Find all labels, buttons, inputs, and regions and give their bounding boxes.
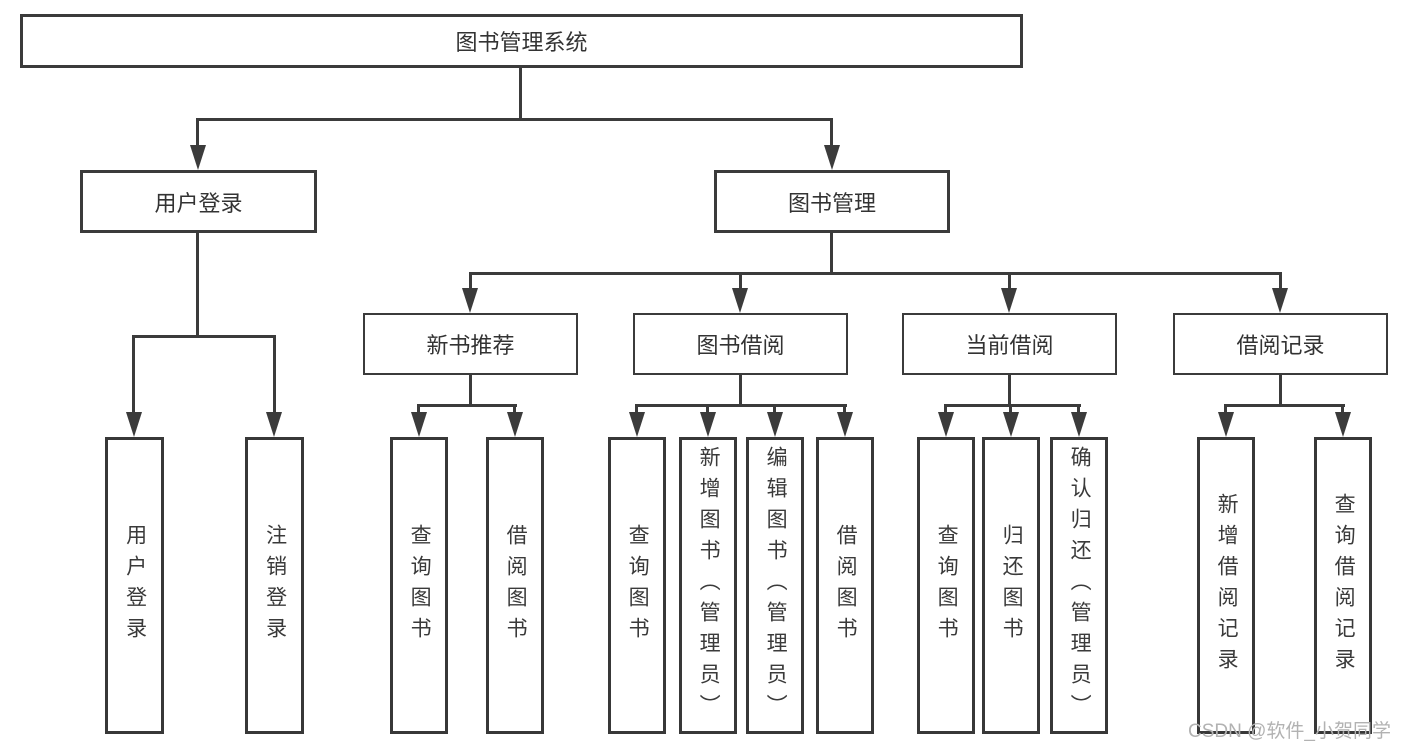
arrow-down-icon xyxy=(126,412,142,437)
leaf-return-books: 归还图书 xyxy=(982,437,1040,734)
arrow-down-icon xyxy=(700,412,716,437)
arrow-down-icon xyxy=(1001,288,1017,313)
connector-drop-leaf xyxy=(1009,404,1012,414)
node-book-mgmt: 图书管理 xyxy=(714,170,950,233)
connector-drop-new-books xyxy=(469,272,472,288)
node-current-borrow: 当前借阅 xyxy=(902,313,1117,375)
arrow-down-icon xyxy=(190,145,206,170)
connector-level1-splitter xyxy=(196,118,833,121)
node-new-books: 新书推荐 xyxy=(363,313,578,375)
connector-level3-splitter xyxy=(469,272,1282,275)
node-root-label: 图书管理系统 xyxy=(455,30,588,55)
arrow-down-icon xyxy=(732,288,748,313)
leaf-query-books-3: 查询图书 xyxy=(917,437,975,734)
connector-book-borrow-splitter xyxy=(635,404,847,407)
connector-drop-leaf xyxy=(635,404,638,414)
connector-drop-leaf xyxy=(417,404,420,414)
arrow-down-icon xyxy=(1335,412,1351,437)
connector-drop-leaf xyxy=(273,335,276,412)
leaf-add-borrow-record-label: 新增借阅记录 xyxy=(1215,492,1239,679)
leaf-query-borrow-record-label: 查询借阅记录 xyxy=(1332,492,1356,679)
leaf-return-books-label: 归还图书 xyxy=(1000,523,1024,648)
arrow-down-icon xyxy=(266,412,282,437)
leaf-query-books-2: 查询图书 xyxy=(608,437,666,734)
node-book-borrow-label: 图书借阅 xyxy=(696,333,785,358)
connector-drop-leaf xyxy=(1224,404,1227,414)
node-user-login-label: 用户登录 xyxy=(154,190,243,216)
arrow-down-icon xyxy=(411,412,427,437)
connector-book-borrow-stub xyxy=(739,375,742,404)
connector-user-stub xyxy=(196,233,199,335)
connector-drop-book-mgmt xyxy=(830,118,833,146)
connector-root-stub xyxy=(519,68,522,118)
leaf-query-books-1-label: 查询图书 xyxy=(408,523,432,648)
connector-new-books-stub xyxy=(469,375,472,404)
leaf-edit-books-admin: 编辑图书（管理员） xyxy=(746,437,804,734)
leaf-add-books-admin: 新增图书（管理员） xyxy=(679,437,737,734)
node-book-mgmt-label: 图书管理 xyxy=(787,190,876,216)
arrow-down-icon xyxy=(1003,412,1019,437)
leaf-confirm-return-admin: 确认归还（管理员） xyxy=(1050,437,1108,734)
connector-drop-borrow-records xyxy=(1279,272,1282,288)
leaf-logout-label: 注销登录 xyxy=(263,523,287,648)
connector-drop-leaf xyxy=(1077,404,1080,414)
arrow-down-icon xyxy=(837,412,853,437)
connector-drop-user-login xyxy=(196,118,199,146)
leaf-logout: 注销登录 xyxy=(245,437,304,734)
node-user-login: 用户登录 xyxy=(80,170,317,233)
connector-drop-book-borrow xyxy=(739,272,742,288)
connector-current-borrow-stub xyxy=(1008,375,1011,404)
connector-drop-leaf xyxy=(944,404,947,414)
connector-drop-leaf xyxy=(706,404,709,414)
arrow-down-icon xyxy=(938,412,954,437)
leaf-confirm-return-admin-label: 确认归还（管理员） xyxy=(1068,446,1092,725)
connector-drop-leaf xyxy=(513,404,516,414)
connector-mgmt-stub xyxy=(830,233,833,272)
node-borrow-records-label: 借阅记录 xyxy=(1236,333,1325,358)
arrow-down-icon xyxy=(507,412,523,437)
arrow-down-icon xyxy=(1218,412,1234,437)
connector-drop-current-borrow xyxy=(1008,272,1011,288)
leaf-borrow-books-1: 借阅图书 xyxy=(486,437,544,734)
arrow-down-icon xyxy=(462,288,478,313)
leaf-add-books-admin-label: 新增图书（管理员） xyxy=(697,446,721,725)
leaf-query-books-2-label: 查询图书 xyxy=(626,523,650,648)
connector-borrow-records-splitter xyxy=(1224,404,1345,407)
csdn-watermark: CSDN @软件_小贺同学 xyxy=(1188,721,1391,742)
connector-current-borrow-splitter xyxy=(944,404,1081,407)
leaf-query-borrow-record: 查询借阅记录 xyxy=(1314,437,1372,734)
connector-drop-leaf xyxy=(773,404,776,414)
leaf-add-borrow-record: 新增借阅记录 xyxy=(1197,437,1255,734)
leaf-query-books-1: 查询图书 xyxy=(390,437,448,734)
leaf-query-books-3-label: 查询图书 xyxy=(935,523,959,648)
leaf-borrow-books-1-label: 借阅图书 xyxy=(504,523,528,648)
node-borrow-records: 借阅记录 xyxy=(1173,313,1388,375)
leaf-user-login-label: 用户登录 xyxy=(123,523,147,648)
connector-drop-leaf xyxy=(132,335,135,412)
leaf-borrow-books-2: 借阅图书 xyxy=(816,437,874,734)
node-book-borrow: 图书借阅 xyxy=(633,313,848,375)
arrow-down-icon xyxy=(767,412,783,437)
arrow-down-icon xyxy=(629,412,645,437)
arrow-down-icon xyxy=(1272,288,1288,313)
leaf-borrow-books-2-label: 借阅图书 xyxy=(834,523,858,648)
connector-new-books-splitter xyxy=(417,404,517,407)
connector-drop-leaf xyxy=(1341,404,1344,414)
connector-borrow-records-stub xyxy=(1279,375,1282,404)
connector-user-splitter xyxy=(132,335,276,338)
node-new-books-label: 新书推荐 xyxy=(426,333,515,358)
node-current-borrow-label: 当前借阅 xyxy=(965,333,1054,358)
leaf-edit-books-admin-label: 编辑图书（管理员） xyxy=(764,446,788,725)
arrow-down-icon xyxy=(824,145,840,170)
node-root: 图书管理系统 xyxy=(20,14,1023,68)
leaf-user-login: 用户登录 xyxy=(105,437,164,734)
connector-drop-leaf xyxy=(843,404,846,414)
arrow-down-icon xyxy=(1071,412,1087,437)
